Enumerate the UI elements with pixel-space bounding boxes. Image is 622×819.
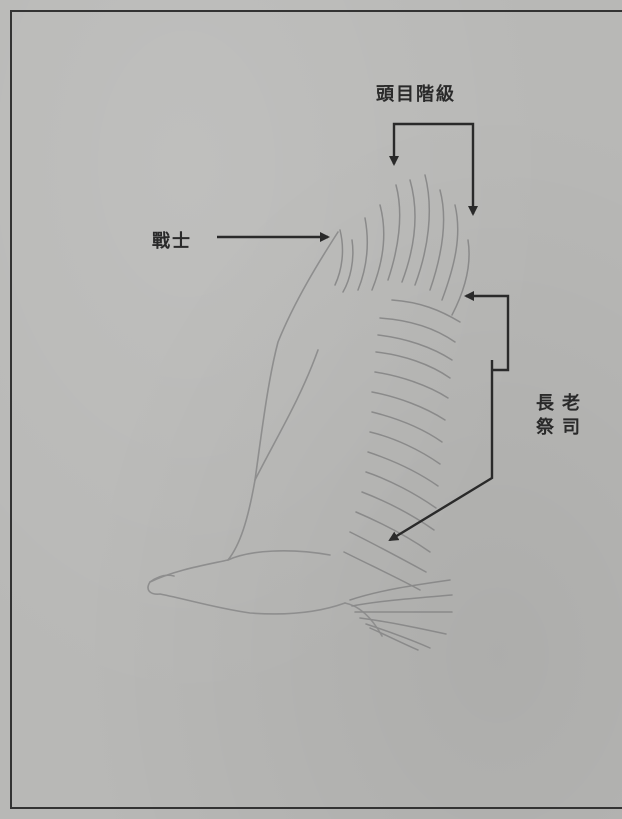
tail-feathers bbox=[350, 580, 452, 650]
elder-label-column-2: 老司 bbox=[556, 393, 582, 441]
wing-feathers bbox=[335, 175, 469, 590]
head-rank-label: 頭目階級 bbox=[376, 80, 456, 106]
head-rank-arrow-right bbox=[432, 124, 473, 214]
elder-arrow-lower bbox=[390, 360, 492, 540]
elder-arrow-upper bbox=[466, 296, 508, 370]
head-rank-arrow-left bbox=[394, 124, 432, 164]
eagle-body bbox=[148, 232, 382, 636]
warrior-label: 戰士 bbox=[152, 227, 192, 253]
elder-label-column-1: 長祭 bbox=[530, 393, 556, 441]
annotation-arrows bbox=[217, 124, 508, 540]
